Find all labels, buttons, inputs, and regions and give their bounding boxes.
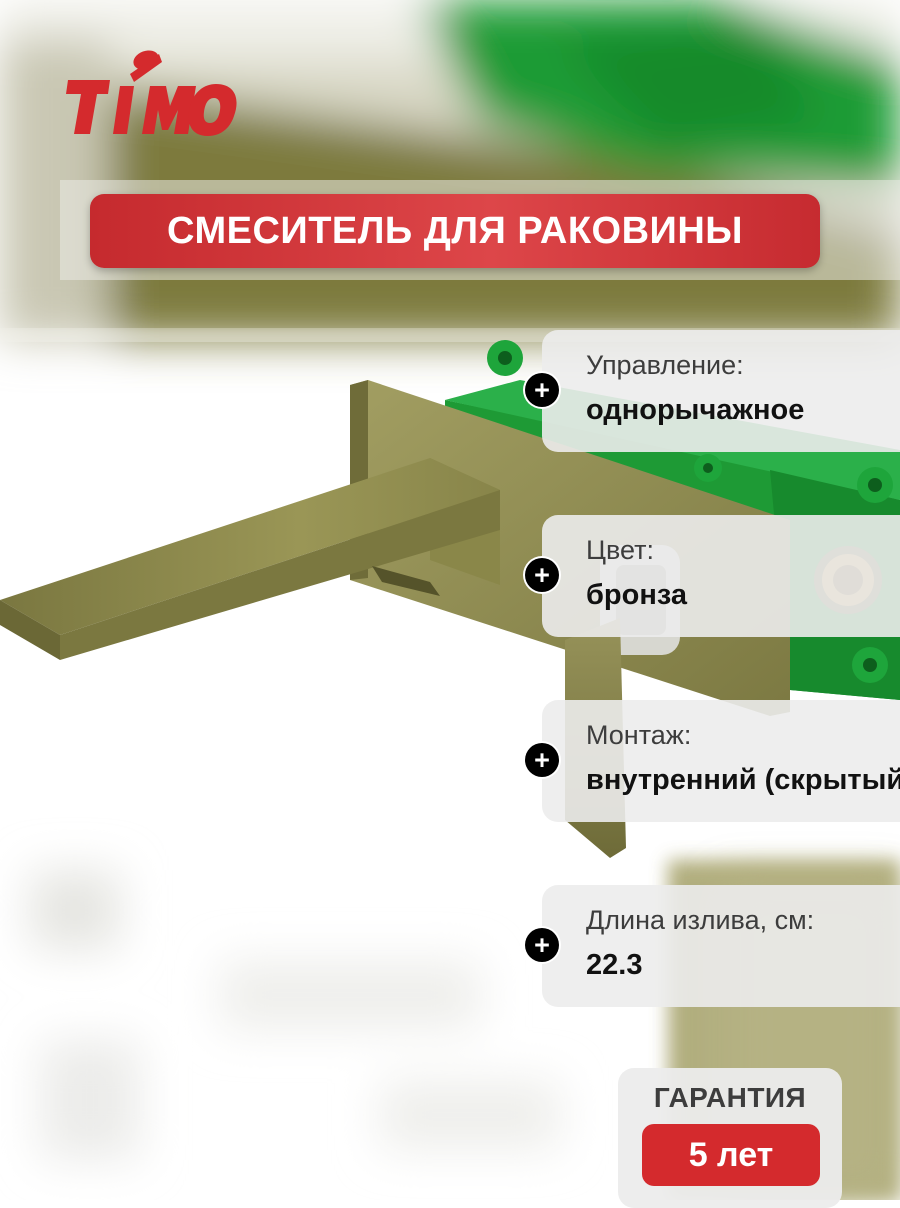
- spec-label: Управление:: [586, 350, 744, 380]
- spec-value: внутренний (скрытый): [586, 764, 900, 796]
- spec-value: бронза: [586, 579, 688, 611]
- page-title: СМЕСИТЕЛЬ ДЛЯ РАКОВИНЫ: [167, 209, 743, 252]
- warranty-label: ГАРАНТИЯ: [653, 1082, 807, 1113]
- warranty-box: ГАРАНТИЯ 5 лет: [618, 1068, 842, 1208]
- plus-icon[interactable]: +: [525, 373, 559, 407]
- title-banner: СМЕСИТЕЛЬ ДЛЯ РАКОВИНЫ: [90, 194, 820, 268]
- warranty-value: 5 лет: [688, 1135, 774, 1174]
- spec-label: Длина излива, см:: [586, 905, 815, 935]
- spec-card-color: Цвет: бронза: [542, 515, 900, 637]
- spec-card-mounting: Монтаж: внутренний (скрытый): [542, 700, 900, 822]
- spec-label: Монтаж:: [586, 720, 692, 750]
- spec-card-spout-length: Длина излива, см: 22.3: [542, 885, 900, 1007]
- spec-card-control: Управление: однорычажное: [542, 330, 900, 452]
- spec-value: 22.3: [586, 949, 643, 981]
- plus-icon[interactable]: +: [525, 928, 559, 962]
- spec-value: однорычажное: [586, 394, 805, 426]
- plus-icon[interactable]: +: [525, 743, 559, 777]
- spec-label: Цвет:: [586, 535, 655, 565]
- timo-logo: [64, 40, 239, 140]
- warranty-badge: 5 лет: [642, 1124, 820, 1186]
- plus-icon[interactable]: +: [525, 558, 559, 592]
